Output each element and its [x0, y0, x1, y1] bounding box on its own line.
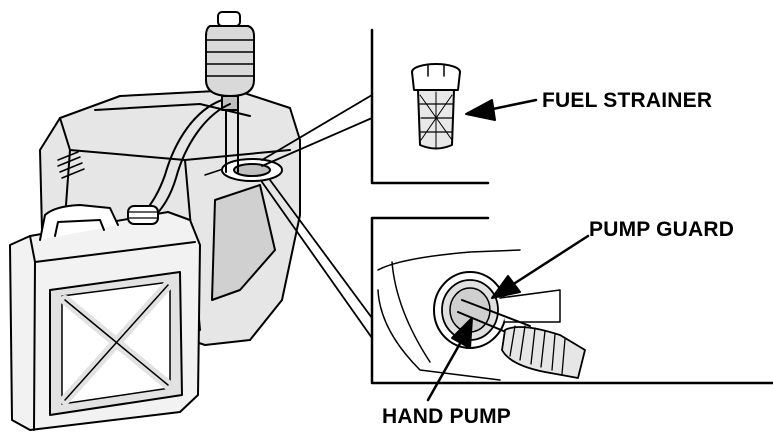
pump-hose-icon: [501, 325, 586, 379]
pump-guard-label: PUMP GUARD: [589, 218, 735, 241]
hand-pump-label: HAND PUMP: [382, 405, 511, 428]
jerry-can: [9, 204, 201, 431]
hand-pump-icon: [144, 11, 255, 216]
guard-inset: [370, 216, 773, 402]
pump-arrow-icon: [451, 317, 473, 349]
fuel-strainer-icon: [411, 63, 461, 150]
tank-vent-icon: [57, 151, 85, 179]
guard-arrow-icon: [491, 275, 521, 299]
strainer-arrow-icon: [465, 99, 496, 121]
fuel-strainer-label: FUEL STRAINER: [542, 89, 713, 112]
callout-leader-lines: [261, 94, 373, 339]
strainer-inset: [370, 28, 538, 185]
